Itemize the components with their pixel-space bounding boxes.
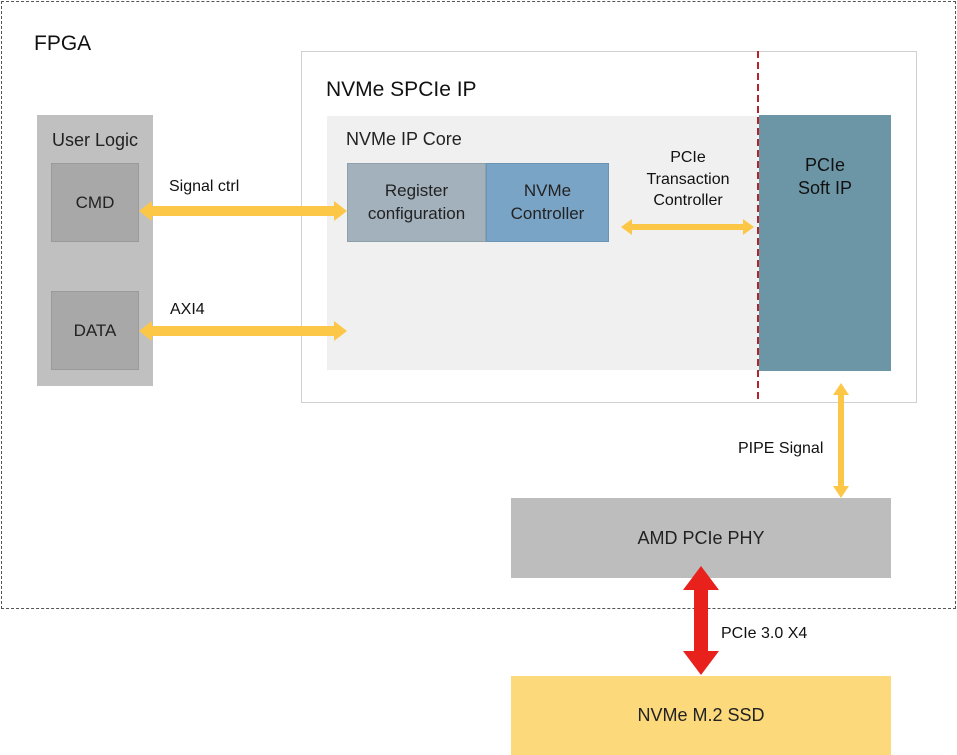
pcie30-x4-label: PCIe 3.0 X4 [721, 625, 808, 642]
register-label-line2: configuration [367, 203, 466, 223]
pcie-soft-ip-label: PCIe Soft IP [759, 154, 891, 201]
amd-pcie-phy-block: AMD PCIe PHY [511, 498, 891, 578]
nvme-m2-ssd-label: NVMe M.2 SSD [637, 705, 765, 725]
txn-label-line1: PCIe [670, 149, 706, 166]
data-block: DATA [51, 291, 139, 370]
pcie-transaction-arrow [621, 219, 754, 235]
pcie-transaction-controller-label: PCIe Transaction Controller [638, 147, 738, 212]
nvme-ip-core-box [327, 116, 759, 370]
nvme-controller-label-line1: NVMe [523, 181, 572, 201]
amd-pcie-phy-label: AMD PCIe PHY [637, 527, 765, 548]
cmd-label: CMD [75, 192, 115, 212]
txn-label-line3: Controller [653, 192, 723, 210]
user-logic-label: User Logic [51, 130, 139, 150]
pcie-soft-ip-label-line1: PCIe [804, 155, 846, 175]
axi4-label: AXI4 [170, 301, 205, 318]
register-label-line1: Register [384, 181, 449, 201]
pipe-signal-arrow [833, 383, 849, 498]
signal-ctrl-label: Signal ctrl [169, 178, 240, 195]
pcie-soft-ip-block [759, 115, 891, 371]
fpga-label: FPGA [34, 32, 92, 55]
nvme-controller-block: NVMe Controller [486, 163, 609, 242]
fpga-boundary [1, 1, 956, 609]
data-label: DATA [73, 320, 117, 340]
register-configuration-block: Register configuration [347, 163, 486, 242]
txn-label-line2: Transaction [646, 170, 730, 188]
nvme-m2-ssd-block: NVMe M.2 SSD [511, 676, 891, 755]
nvme-spcie-ip-label: NVMe SPCIe IP [326, 78, 477, 101]
pcie-soft-ip-label-line2: Soft IP [797, 178, 853, 199]
nvme-controller-label-line2: Controller [510, 203, 585, 223]
cmd-block: CMD [51, 163, 139, 242]
nvme-ip-core-label: NVMe IP Core [346, 129, 462, 149]
pipe-signal-label: PIPE Signal [738, 440, 824, 457]
signal-ctrl-arrow [139, 201, 347, 221]
pcie30-x4-arrow [683, 566, 719, 675]
axi4-arrow [139, 321, 347, 341]
